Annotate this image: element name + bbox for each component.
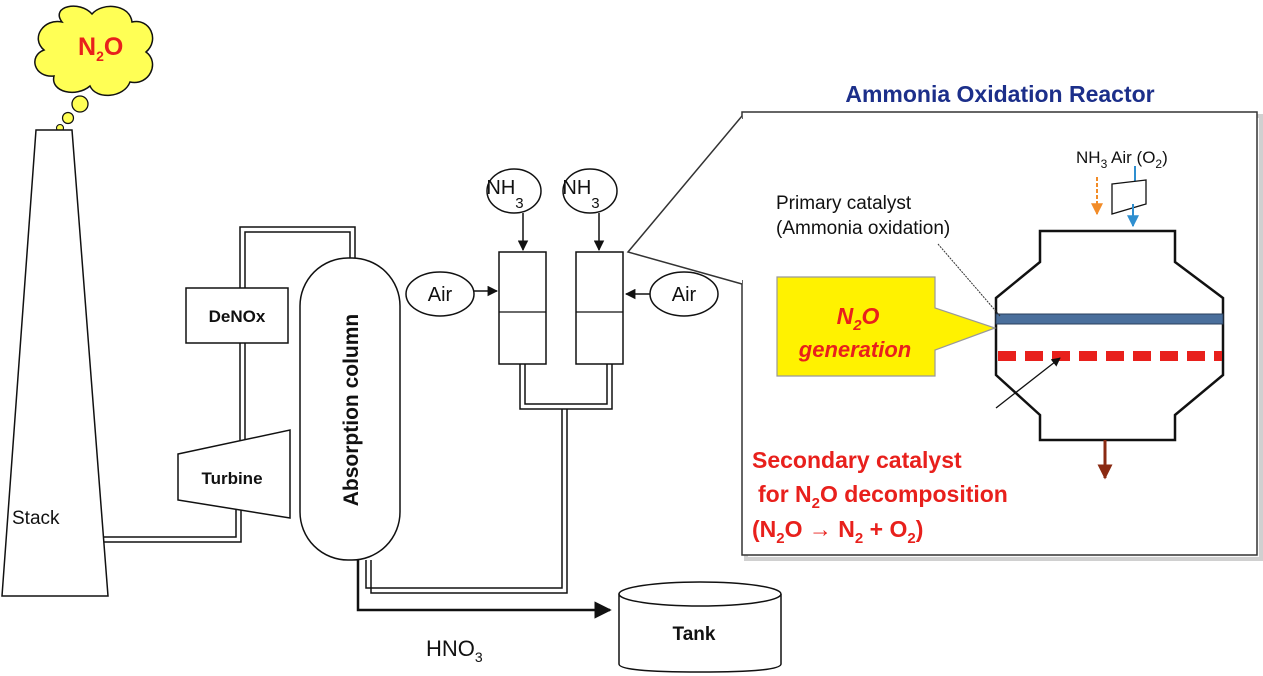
pipe-denox-absorption <box>239 226 356 288</box>
pipe-reactor-junction <box>519 364 613 410</box>
hno3-label: HNO3 <box>426 636 483 665</box>
primary-catalyst-pointer <box>937 243 1001 317</box>
reactor-title: Ammonia Oxidation Reactor <box>845 81 1154 107</box>
absorption-column-label: Absorption column <box>340 314 363 507</box>
n2o-generation-callout: N2O generation <box>776 276 997 377</box>
air-feed-right: Air <box>624 271 719 317</box>
denox-unit: DeNOx <box>185 287 289 344</box>
pipe-stack-turbine <box>104 500 237 538</box>
pipe-reactor-junction <box>524 364 608 405</box>
pipes <box>104 226 613 594</box>
svg-text:NH3: NH3 <box>562 177 599 212</box>
pipe-denox-turbine <box>239 343 246 454</box>
pipe-denox-absorption <box>244 231 351 288</box>
stack-label: Stack <box>12 508 60 529</box>
turbine-label: Turbine <box>201 469 262 488</box>
stack: Stack <box>1 129 109 597</box>
inlet-label: NH3 Air (O2) <box>1076 148 1168 171</box>
cloud-bubble <box>61 111 75 125</box>
n2o-emission-cloud: N2O <box>34 5 154 133</box>
secondary-catalyst-label: Secondary catalyst <box>752 447 962 473</box>
primary-catalyst-label: Primary catalyst <box>776 193 912 214</box>
n2o-generation-label: generation <box>798 337 911 362</box>
n2o-generation-formula: N2O <box>837 303 880 334</box>
tank-label: Tank <box>673 624 716 645</box>
secondary-catalyst-sublabel: for N2O decomposition <box>758 481 1008 512</box>
absorption-column: Absorption column <box>299 257 401 561</box>
product-line: HNO3 <box>356 560 612 665</box>
reactor-vessel <box>994 229 1225 442</box>
secondary-catalyst-pointer <box>995 357 1061 409</box>
turbine: Turbine <box>177 429 291 519</box>
decomposition-reaction: (N2O → N2 + O2) <box>752 516 923 547</box>
primary-catalyst-sublabel: (Ammonia oxidation) <box>776 218 950 239</box>
cloud-bubble <box>71 95 89 113</box>
svg-text:Air: Air <box>672 284 697 306</box>
primary-catalyst-bed <box>995 313 1224 325</box>
nh3-feed-left: NH3 <box>486 168 542 252</box>
pipe-return <box>365 409 563 589</box>
pipe-stack-turbine <box>104 500 242 543</box>
cloud-shape <box>34 5 154 96</box>
denox-label: DeNOx <box>209 307 266 326</box>
cloud-n2o-label: N2O <box>78 33 123 64</box>
tank: Tank <box>618 581 782 673</box>
air-feed-left: Air <box>405 271 499 317</box>
nh3-feed-right: NH3 <box>562 168 618 252</box>
air-compressor-icon <box>1111 179 1147 215</box>
svg-text:NH3: NH3 <box>486 177 523 212</box>
reactor-left <box>498 251 547 365</box>
reactor-right <box>575 251 624 365</box>
pipe-return <box>370 409 568 594</box>
svg-text:Air: Air <box>428 284 453 306</box>
